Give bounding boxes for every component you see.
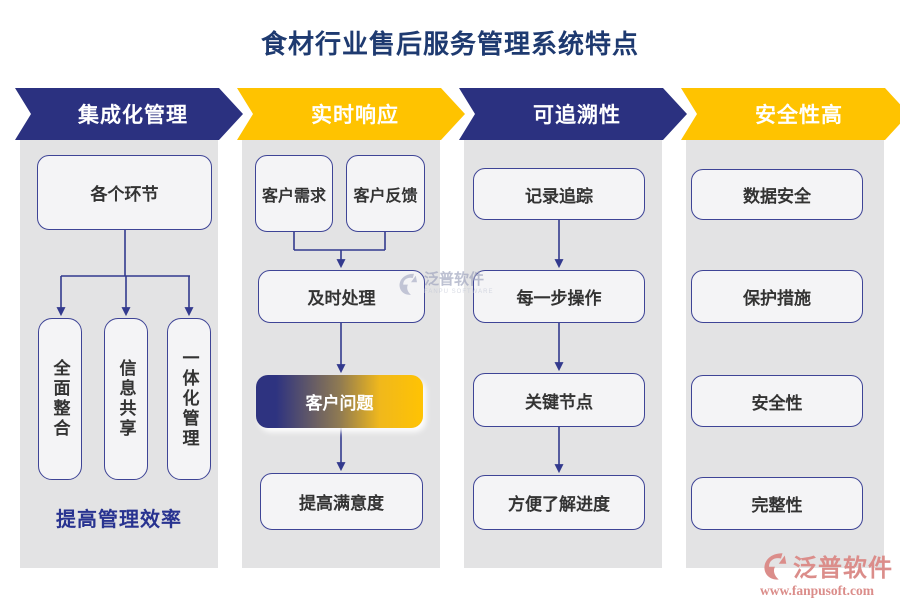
logo-name: 泛普软件 bbox=[793, 555, 893, 582]
header-security: 安全性高 bbox=[681, 88, 900, 140]
box-integrity: 完整性 bbox=[691, 477, 863, 530]
box-record-tracking: 记录追踪 bbox=[473, 168, 645, 220]
box-key-nodes: 关键节点 bbox=[473, 373, 645, 427]
watermark-subtext: FANPU SOFTWARE bbox=[424, 288, 494, 295]
fanpu-logo-icon bbox=[764, 552, 787, 580]
box-full-integration: 全面整合 bbox=[38, 318, 82, 480]
box-timely-handling: 及时处理 bbox=[258, 270, 425, 323]
box-info-sharing: 信息共享 bbox=[104, 318, 148, 480]
logo-url: www.fanpusoft.com bbox=[760, 583, 875, 598]
box-customer-demand: 客户需求 bbox=[255, 155, 333, 232]
watermark-name: 泛普软件 bbox=[424, 271, 485, 289]
box-each-link: 各个环节 bbox=[37, 155, 212, 230]
box-every-step: 每一步操作 bbox=[473, 270, 645, 323]
box-improve-satisfaction: 提高满意度 bbox=[260, 473, 423, 530]
box-data-security: 数据安全 bbox=[691, 169, 863, 220]
header-trace: 可追溯性 bbox=[459, 88, 687, 140]
header-realtime: 实时响应 bbox=[237, 88, 465, 140]
box-customer-problem: 客户问题 bbox=[256, 375, 423, 428]
center-watermark: 泛普软件 FANPU SOFTWARE bbox=[396, 272, 493, 296]
box-security: 安全性 bbox=[691, 375, 863, 427]
header-integration: 集成化管理 bbox=[15, 88, 243, 140]
box-customer-feedback: 客户反馈 bbox=[346, 155, 425, 232]
fanpu-logo: 泛普软件 www.fanpusoft.com bbox=[760, 548, 894, 599]
box-protection-measures: 保护措施 bbox=[691, 270, 863, 323]
page-title: 食材行业售后服务管理系统特点 bbox=[260, 29, 639, 59]
fanpu-logo-icon bbox=[399, 273, 417, 295]
box-unified-management: 一体化管理 bbox=[167, 318, 211, 480]
box-easy-progress: 方便了解进度 bbox=[473, 475, 645, 530]
footer-improve-efficiency: 提高管理效率 bbox=[56, 509, 182, 531]
